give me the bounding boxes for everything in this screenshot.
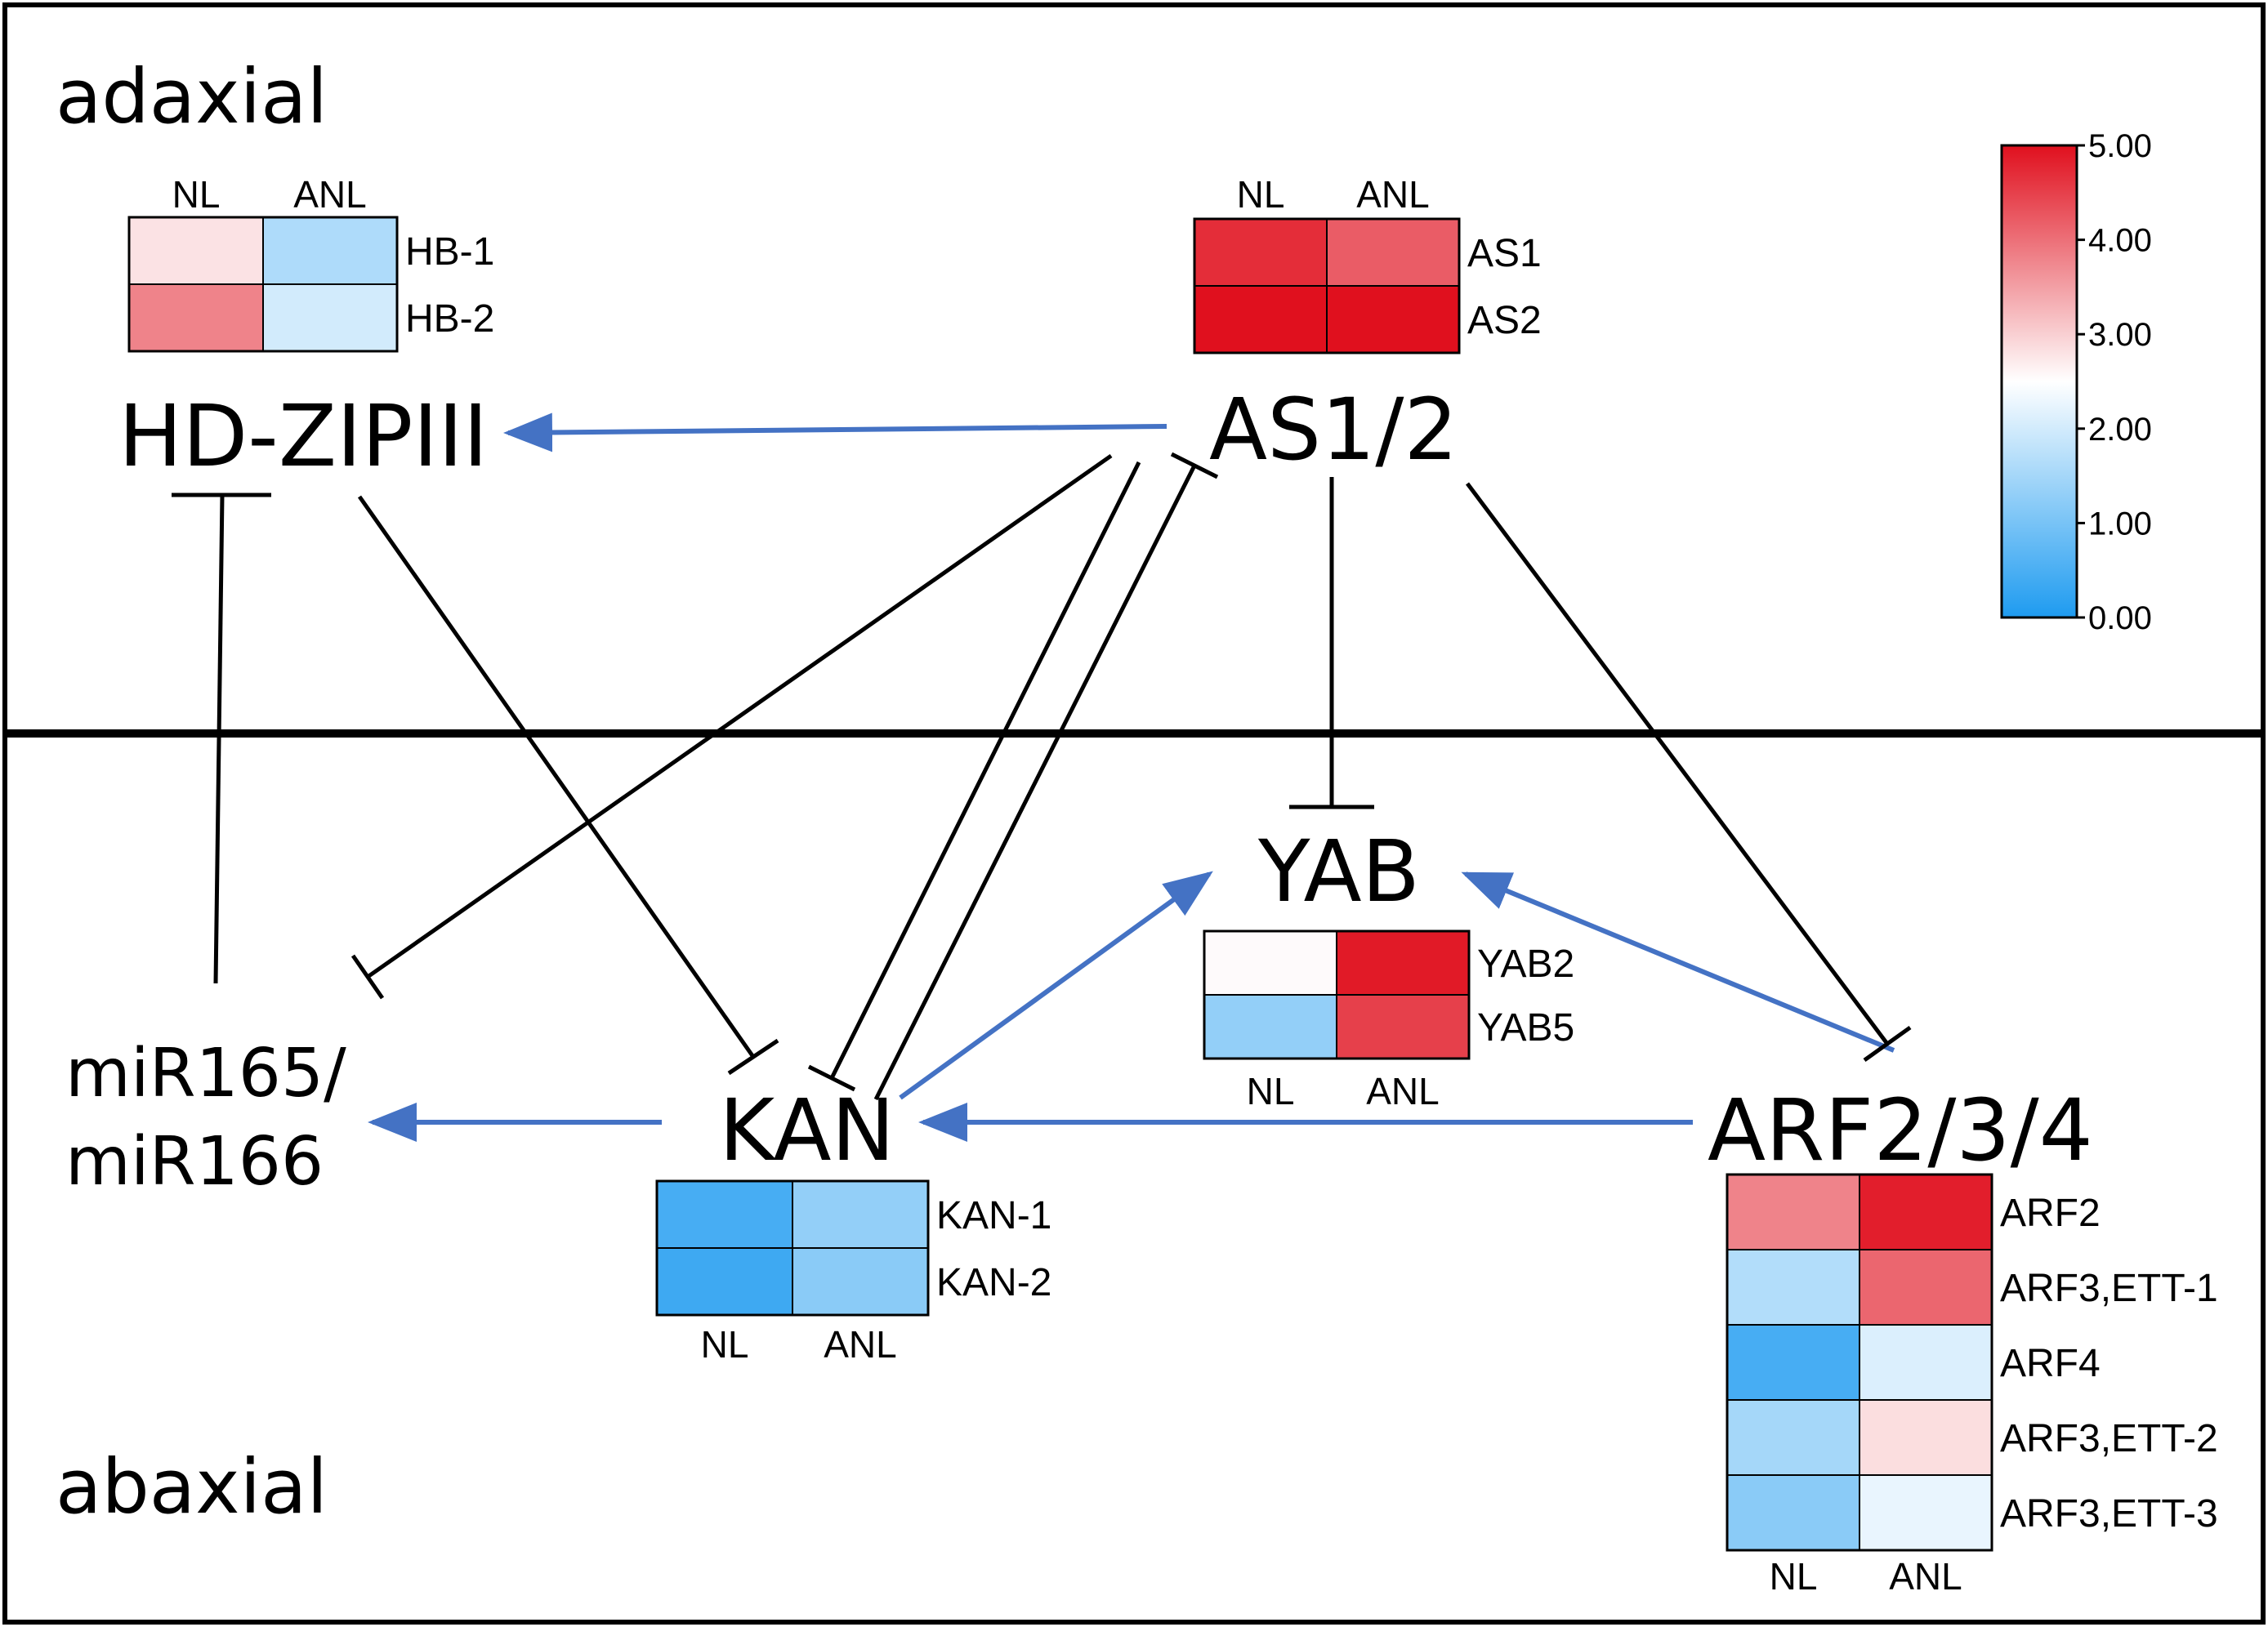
adaxial-label: adaxial [56, 53, 328, 140]
heatmap-border [127, 216, 399, 353]
heatmap-cell [792, 1247, 929, 1316]
heatmap-border [1203, 929, 1471, 1060]
scale-tick-label: 3.00 [2088, 317, 2152, 353]
heatmap-row-label: AS2 [1467, 299, 1542, 342]
heatmap-cell [1859, 1174, 1993, 1250]
kan-node: KAN [719, 1081, 895, 1180]
activation-arrows [368, 412, 1895, 1142]
heatmap-column-label: ANL [293, 173, 366, 216]
heatmap-row-label: ARF4 [2000, 1342, 2101, 1385]
color-scale-bar [2000, 144, 2078, 619]
heatmap-cell [1726, 1174, 1860, 1250]
heatmap-column-label: ANL [1889, 1555, 1962, 1598]
heatmap-row-label: HB-2 [405, 297, 494, 341]
heatmap-row-label: ARF3,ETT-3 [2000, 1492, 2218, 1536]
heatmap-row-label: YAB5 [1477, 1006, 1574, 1050]
heatmap-cell [1194, 285, 1328, 354]
heatmap-cell [1859, 1249, 1993, 1326]
hdzipiii-node: HD-ZIPIII [118, 386, 488, 486]
heatmap-row-label: YAB2 [1477, 943, 1574, 986]
inhibition-lines [172, 452, 1912, 1101]
heatmap-cell [128, 216, 264, 285]
color-scale-legend: 5.00 4.00 3.00 2.00 1.00 0.00 [2000, 128, 2152, 636]
heatmap-cell [1726, 1399, 1860, 1476]
heatmap-row-label: AS1 [1467, 232, 1542, 275]
heatmap-border [655, 1179, 930, 1317]
heatmap-cell [1726, 1324, 1860, 1401]
heatmap-column-label: NL [172, 173, 221, 216]
heatmap-row-label: ARF3,ETT-2 [2000, 1417, 2218, 1460]
heatmap-cell [1203, 930, 1337, 996]
heatmap-cell [1859, 1324, 1993, 1401]
heatmap-cell [1203, 994, 1337, 1059]
abaxial-label: abaxial [56, 1443, 328, 1531]
heatmap-cell [656, 1180, 793, 1249]
heatmap-row-label: HB-1 [405, 230, 494, 274]
heatmap-cell [656, 1247, 793, 1316]
heatmap-cell [1859, 1474, 1993, 1551]
heatmap-border [1726, 1173, 1993, 1552]
as12-node: AS1/2 [1209, 380, 1458, 479]
heatmap-row-label: ARF3,ETT-1 [2000, 1267, 2218, 1310]
arrow-kan-to-yab [899, 871, 1213, 1100]
heatmap-border [1193, 217, 1461, 354]
heatmap-column-label: NL [701, 1323, 749, 1366]
heatmap-cell [1726, 1474, 1860, 1551]
arrow-as12-to-hdzipiii [503, 412, 1167, 452]
heatmap-cell [262, 216, 398, 285]
heatmap-cell [262, 283, 398, 352]
scale-tick-label: 5.00 [2088, 128, 2152, 164]
mir165-label: miR165/ [65, 1035, 346, 1112]
heatmap-row-label: KAN-2 [936, 1261, 1051, 1304]
heatmap-cell [128, 283, 264, 352]
heatmap-cell [1726, 1249, 1860, 1326]
heatmap-cell [1336, 930, 1470, 996]
heatmap-cell [1326, 285, 1460, 354]
heatmap-column-label: NL [1770, 1555, 1818, 1598]
arf-node: ARF2/3/4 [1708, 1081, 2093, 1180]
scale-tick-label: 2.00 [2088, 412, 2152, 448]
heatmap-column-label: ANL [1356, 173, 1429, 216]
heatmap-cell [792, 1180, 929, 1249]
scale-tick-label: 1.00 [2088, 506, 2152, 542]
heatmap-row-label: ARF2 [2000, 1192, 2101, 1235]
heatmap-column-label: ANL [1366, 1070, 1439, 1112]
heatmap-cell [1859, 1399, 1993, 1476]
scale-tick-label: 0.00 [2088, 600, 2152, 636]
heatmap-cell [1194, 218, 1328, 287]
heatmap-arf: ARF2ARF3,ETT-1ARF4ARF3,ETT-2ARF3,ETT-3NL… [1726, 1173, 2218, 1598]
arrow-arf-to-yab [1461, 871, 1895, 1053]
yab-node: YAB [1257, 822, 1420, 921]
scale-tick-label: 4.00 [2088, 223, 2152, 259]
heatmap-column-label: NL [1247, 1070, 1295, 1112]
heatmap-cell [1336, 994, 1470, 1059]
heatmap-cell [1326, 218, 1460, 287]
heatmap-column-label: NL [1237, 173, 1285, 216]
mir166-label: miR166 [65, 1123, 324, 1201]
heatmap-row-label: KAN-1 [936, 1194, 1051, 1237]
heatmap-column-label: ANL [824, 1323, 896, 1366]
heatmap-hb: HB-1HB-2 NL ANL [127, 173, 494, 353]
